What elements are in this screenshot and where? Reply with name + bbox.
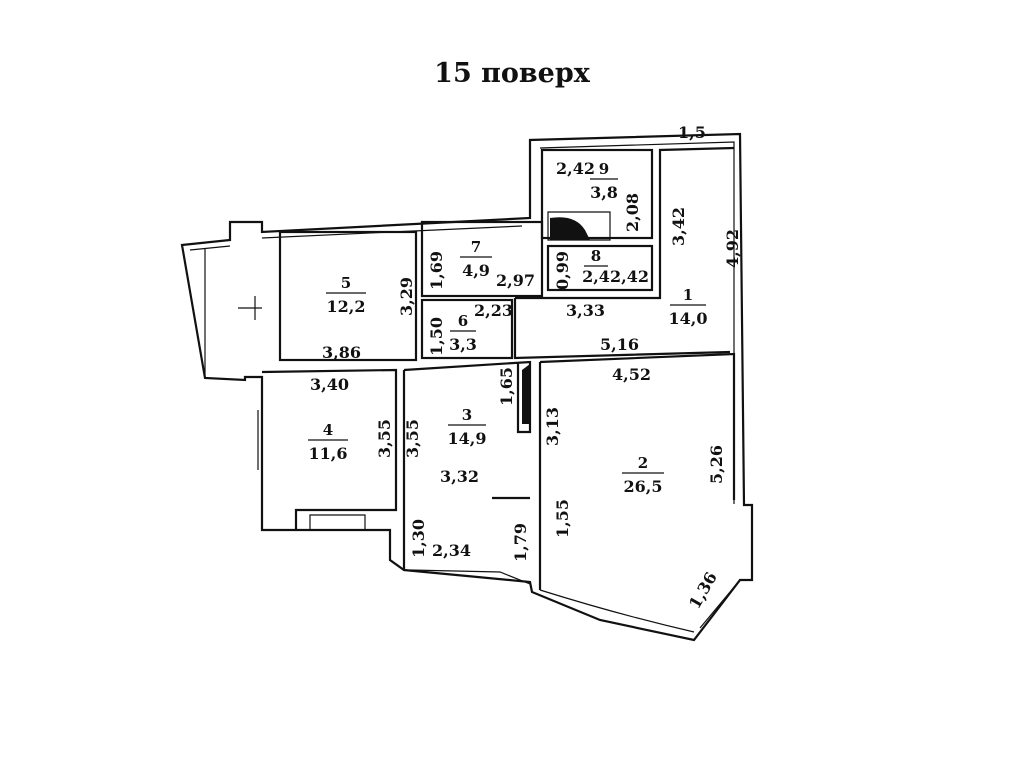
dimension-label: 3,40 bbox=[310, 375, 349, 394]
floor-title: 15 поверх bbox=[434, 58, 590, 89]
room-8-number: 8 bbox=[591, 247, 601, 265]
room-4-walls bbox=[261, 368, 398, 530]
room-1-area: 14,0 bbox=[669, 309, 708, 328]
dimension-label: 3,86 bbox=[322, 343, 361, 362]
dimension-label: 1,5 bbox=[678, 123, 706, 142]
room-9-number: 9 bbox=[599, 160, 609, 178]
dimension-label: 0,99 bbox=[553, 251, 572, 290]
room-1-walls bbox=[515, 146, 735, 300]
shower-wedge bbox=[550, 217, 590, 240]
dimension-label: 1,36 bbox=[685, 569, 721, 612]
room-5-label: 5 12,2 bbox=[326, 274, 366, 316]
dimension-label: 3,33 bbox=[566, 301, 605, 320]
dimension-label: 1,55 bbox=[553, 499, 572, 538]
dimension-label: 3,55 bbox=[375, 419, 394, 458]
dimension-label: 4,92 bbox=[723, 229, 742, 268]
dimension-label: 3,42 bbox=[669, 207, 688, 246]
dimension-label: 5,16 bbox=[600, 335, 639, 354]
dimension-label: 1,69 bbox=[427, 251, 446, 290]
outer-walls bbox=[180, 132, 754, 642]
room-6-number: 6 bbox=[458, 312, 468, 330]
dimension-label: 2,42 bbox=[556, 159, 595, 178]
room-8-walls bbox=[546, 244, 654, 292]
room-5-number: 5 bbox=[341, 274, 351, 292]
room-7-area: 4,9 bbox=[462, 261, 490, 280]
room-4-number: 4 bbox=[323, 421, 333, 439]
room-1-number: 1 bbox=[683, 286, 693, 304]
room-2-window bbox=[539, 589, 695, 633]
room-3-number: 3 bbox=[462, 406, 472, 424]
room-3-area: 14,9 bbox=[448, 429, 487, 448]
shower-box bbox=[547, 211, 611, 241]
room-8-label: 8 2,4 bbox=[582, 247, 610, 286]
room-9-area: 3,8 bbox=[590, 183, 618, 202]
room-1-label: 1 14,0 bbox=[669, 286, 708, 328]
room-8-area: 2,4 bbox=[582, 267, 610, 286]
room-5-area: 12,2 bbox=[327, 297, 366, 316]
room-1-bottom bbox=[513, 298, 731, 360]
room-6-area: 3,3 bbox=[449, 335, 477, 354]
dimension-label: 4,52 bbox=[612, 365, 651, 384]
dimension-label: 2,42 bbox=[610, 267, 649, 286]
dimension-label: 1,65 bbox=[497, 367, 516, 406]
dimension-label: 1,79 bbox=[511, 523, 530, 562]
room-6-label: 6 3,3 bbox=[449, 312, 477, 354]
room-2-walls bbox=[539, 352, 736, 500]
dimension-label: 3,55 bbox=[403, 419, 422, 458]
room-2-label: 2 26,5 bbox=[622, 454, 664, 496]
room-9-walls bbox=[540, 148, 654, 240]
room-4-label: 4 11,6 bbox=[308, 421, 348, 463]
room-3-walls bbox=[403, 360, 532, 434]
room-3-label: 3 14,9 bbox=[448, 406, 487, 448]
closet-wedge bbox=[522, 364, 530, 424]
room-6-walls bbox=[420, 298, 514, 360]
dimension-label: 1,30 bbox=[409, 519, 428, 558]
room-7-label: 7 4,9 bbox=[460, 238, 492, 280]
dimension-label: 2,97 bbox=[496, 271, 535, 290]
room-7-number: 7 bbox=[471, 238, 481, 256]
room-9-label: 9 3,8 bbox=[590, 160, 618, 202]
room-2-number: 2 bbox=[638, 454, 648, 472]
room-2-corner bbox=[699, 579, 741, 629]
dimension-label: 3,29 bbox=[397, 277, 416, 316]
dimension-label: 2,08 bbox=[623, 193, 642, 232]
dimension-label: 1,50 bbox=[427, 317, 446, 356]
dimension-label: 5,26 bbox=[707, 445, 726, 484]
room-7-walls bbox=[420, 220, 544, 298]
dimension-label: 3,32 bbox=[440, 467, 479, 486]
room-5-walls bbox=[278, 230, 418, 362]
room-2-area: 26,5 bbox=[624, 477, 663, 496]
room-4-area: 11,6 bbox=[309, 444, 348, 463]
dimension-labels: 1,5 2,42 2,08 3,42 4,92 1,69 2,97 0,99 2… bbox=[310, 123, 742, 612]
room-3-window bbox=[409, 569, 531, 585]
dimension-label: 2,34 bbox=[432, 541, 471, 560]
room-4-window bbox=[309, 514, 366, 531]
dimension-label: 2,23 bbox=[474, 301, 513, 320]
dimension-label: 3,13 bbox=[543, 407, 562, 446]
